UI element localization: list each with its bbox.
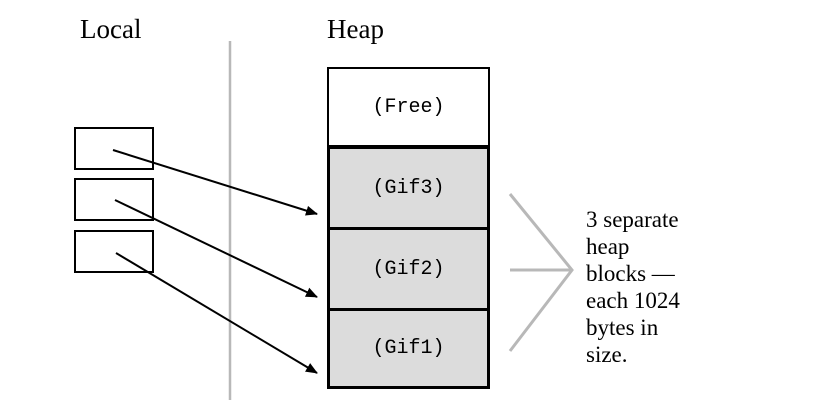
annotation-line: size. bbox=[586, 342, 628, 367]
annotation-line: heap bbox=[586, 234, 630, 259]
block-group-brace bbox=[508, 193, 574, 352]
annotation-line: each 1024 bbox=[586, 288, 680, 313]
local-slot-3 bbox=[74, 230, 154, 273]
annotation-line: bytes in bbox=[586, 315, 659, 340]
heap-block-gif1: (Gif1) bbox=[327, 308, 490, 389]
heap-block-free: (Free) bbox=[327, 67, 490, 147]
pointer-arrow-gif3 bbox=[112, 149, 318, 216]
heap-block-gif3: (Gif3) bbox=[327, 146, 490, 230]
local-slot-2 bbox=[74, 178, 154, 221]
heap-blocks-annotation: 3 separate heap blocks — each 1024 bytes… bbox=[586, 206, 680, 368]
heap-block-gif2: (Gif2) bbox=[327, 227, 490, 311]
local-heading: Local bbox=[80, 14, 142, 44]
pointer-arrow-gif1 bbox=[115, 252, 318, 374]
heap-heading: Heap bbox=[327, 14, 384, 44]
pointer-arrow-gif2 bbox=[114, 199, 318, 298]
annotation-line: blocks — bbox=[586, 261, 675, 286]
annotation-line: 3 separate bbox=[586, 207, 679, 232]
local-slot-1 bbox=[74, 127, 154, 170]
